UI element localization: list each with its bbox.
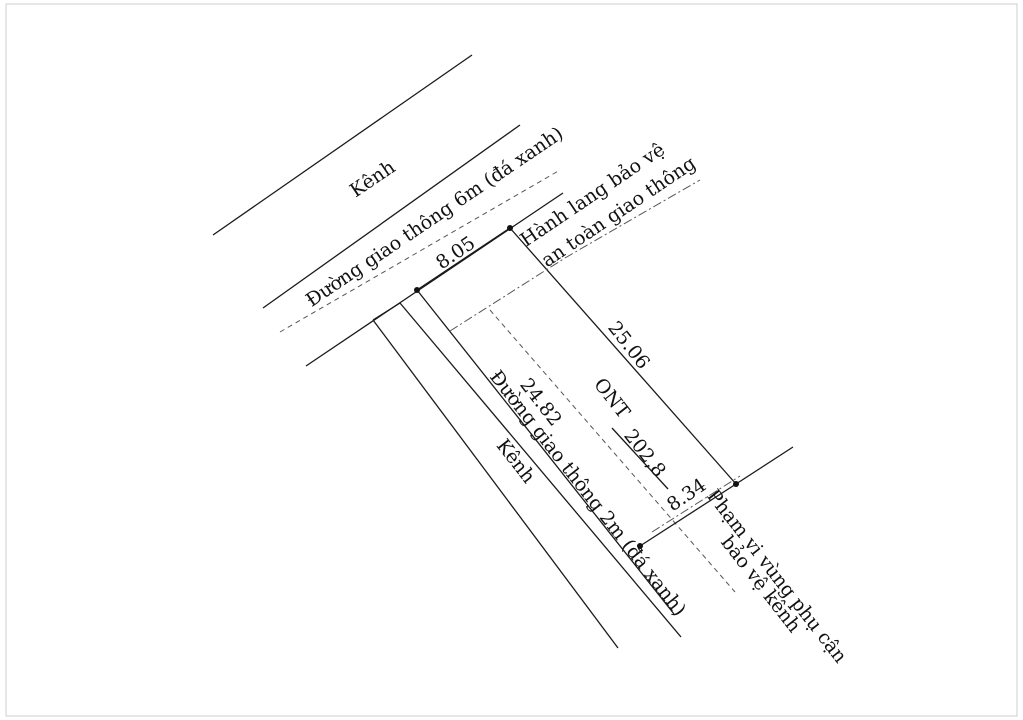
corner-point-top-left <box>414 287 420 293</box>
canal-zone-dashdot-line <box>651 475 741 533</box>
label-canal-top: Kênh <box>346 156 399 202</box>
label-canal-zone-line1: Phạm vi vùng phụ cận <box>702 485 851 667</box>
corner-point-top-right <box>507 225 513 231</box>
road-2m-edge-left-2 <box>399 302 682 638</box>
parcel-right-boundary <box>509 227 737 485</box>
road-6m-edge-bottom <box>305 192 564 367</box>
label-dim-right: 25.06 <box>603 317 654 373</box>
page-border <box>5 3 1018 717</box>
canal-top-edge <box>212 54 473 236</box>
label-dim-top: 8.05 <box>432 232 479 274</box>
parcel-left-boundary <box>416 289 675 615</box>
road-6m-edge-top <box>262 124 521 309</box>
road-2m-dashed-line <box>489 309 736 593</box>
road-6m-dashed-line <box>279 169 561 333</box>
road-corridor-dashdot-line-2 <box>564 179 701 259</box>
road-2m-edge-left <box>372 302 401 321</box>
corner-point-bottom-left <box>637 543 643 549</box>
area-underline <box>611 427 669 490</box>
parcel-top-boundary <box>416 227 511 291</box>
corner-point-bottom-right <box>733 481 739 487</box>
label-road-2m: Đường giao thông 2m (đá xanh) <box>485 366 690 620</box>
parcel-bottom-boundary <box>639 483 737 547</box>
label-area: 202,8 <box>619 425 670 481</box>
road-corridor-dashdot-line <box>449 257 566 332</box>
canal-left-edge <box>372 319 619 649</box>
canal-zone-line <box>735 446 794 485</box>
label-land-type: ONT <box>589 374 634 423</box>
